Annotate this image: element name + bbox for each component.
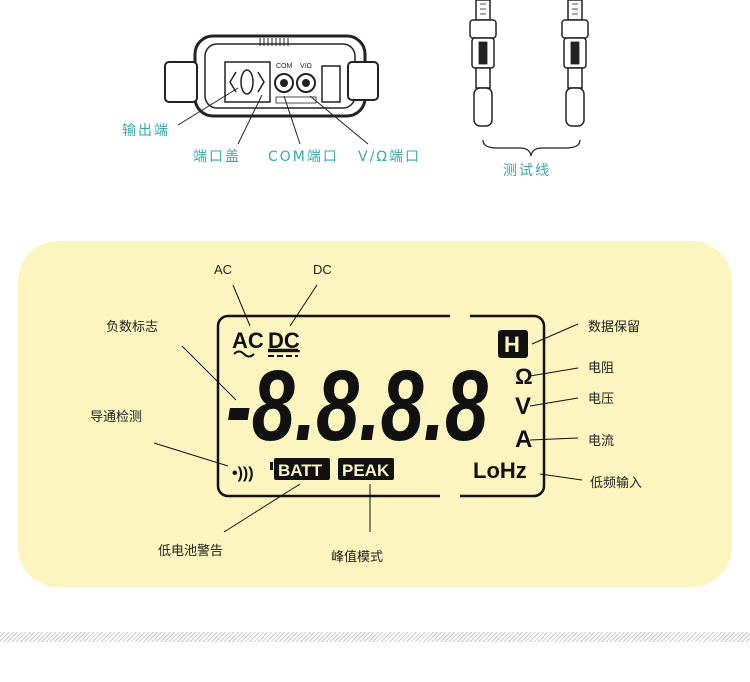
lcd-lohz: LoHz xyxy=(473,458,527,483)
lcd-amp: A xyxy=(515,426,532,453)
meter-bottom-illustration: COM V/Ω xyxy=(164,34,379,118)
lcd-diagram-panel xyxy=(18,241,732,587)
svg-text:V/Ω: V/Ω xyxy=(300,63,312,70)
callout-lines-top xyxy=(177,87,369,145)
hold-icon xyxy=(498,330,528,358)
voltage-callout: 电压 xyxy=(588,392,615,407)
peak-mode-callout: 峰值模式 xyxy=(331,550,384,565)
ac-callout: AC xyxy=(214,262,233,277)
low-pass-callout: 低频输入 xyxy=(590,476,643,491)
low-battery-callout: 低电池警告 xyxy=(158,544,224,559)
lcd-peak: PEAK xyxy=(342,461,390,480)
callout-lines-lcd xyxy=(153,284,583,533)
ac-wave-icon xyxy=(233,350,255,358)
data-hold-callout: 数据保留 xyxy=(588,320,641,335)
lcd-ac: AC xyxy=(232,328,264,353)
device-illustration: COM V/Ω xyxy=(164,0,589,157)
com-port-label: COM端口 xyxy=(268,149,339,165)
current-callout: 电流 xyxy=(588,434,615,449)
v-ohm-port-label: V/Ω端口 xyxy=(358,149,421,165)
hatched-divider xyxy=(0,632,750,642)
test-leads-illustration xyxy=(469,0,589,157)
lcd-main-digits: -8.8.8.8 xyxy=(226,350,488,462)
dc-callout: DC xyxy=(313,262,332,277)
continuity-callout: 导通检测 xyxy=(90,410,143,425)
lcd-volt: V xyxy=(515,393,531,420)
lcd-ohm: Ω xyxy=(515,364,533,389)
test-leads-label: 测试线 xyxy=(503,163,551,179)
lcd-hold: H xyxy=(504,332,520,357)
resistance-callout: 电阻 xyxy=(588,361,615,376)
battery-icon xyxy=(270,462,273,470)
lcd-batt: BATT xyxy=(278,461,323,480)
port-cover-label: 端口盖 xyxy=(193,149,241,165)
lcd-frame xyxy=(216,314,546,498)
svg-text:COM: COM xyxy=(276,63,293,70)
output-port-label: 输出端 xyxy=(122,123,170,139)
negative-sign-callout: 负数标志 xyxy=(106,320,159,335)
continuity-icon: •))) xyxy=(232,465,254,482)
